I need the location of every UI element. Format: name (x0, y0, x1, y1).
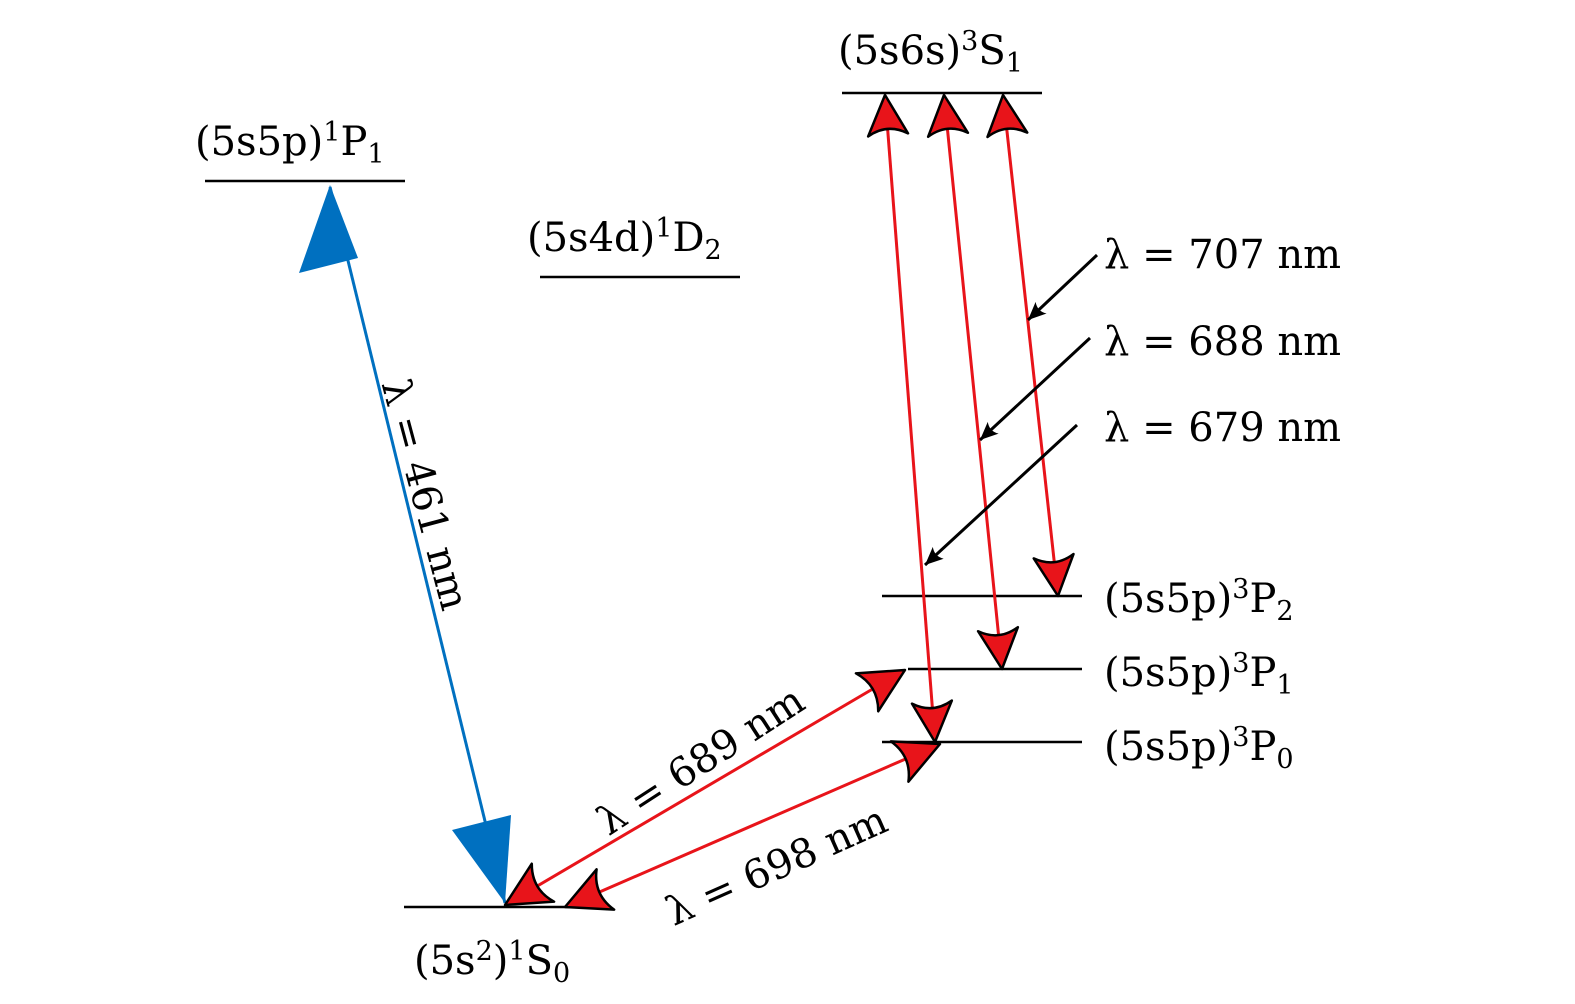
label-3P0: (5s5p)3P0 (1104, 722, 1294, 775)
label-3P1: (5s5p)3P1 (1104, 648, 1294, 701)
arrow-t679-line (883, 94, 937, 743)
pointer-t688-line (978, 336, 1092, 442)
arrowhead-t679-start (866, 93, 910, 138)
label-3P2: (5s5p)3P2 (1104, 574, 1294, 627)
arrowhead-t707-end (1032, 552, 1075, 598)
pointer-t679-line (923, 423, 1079, 567)
arrow-t461-line (328, 186, 507, 904)
arrowhead-t679-end (910, 699, 954, 744)
arrow-t698-line (564, 742, 941, 909)
pointer-t707-head (1028, 301, 1047, 320)
label-461nm: λ = 461 nm (372, 374, 478, 615)
arrow-t689-line (504, 668, 906, 907)
label-688nm: λ = 688 nm (1104, 319, 1341, 365)
label-1D2: (5s4d)1D2 (527, 213, 722, 266)
pointer-t707-line (1026, 253, 1099, 322)
arrowhead-t688-end (976, 625, 1020, 671)
arrowhead-t707-start (986, 93, 1029, 139)
arrowhead-t698-end (889, 740, 942, 783)
label-698nm: λ = 698 nm (659, 797, 894, 935)
arrowhead-t461-bottom (452, 815, 511, 903)
label-3S1: (5s6s)3S1 (838, 26, 1023, 79)
label-707nm: λ = 707 nm (1104, 232, 1341, 278)
arrowhead-t461-top (299, 185, 358, 273)
arrowhead-t698-start (563, 868, 616, 911)
arrowhead-t689-end (854, 668, 907, 713)
arrowhead-t689-start (503, 862, 556, 907)
pointer-t688-head (980, 421, 999, 440)
label-1P1: (5s5p)1P1 (195, 117, 385, 170)
label-689nm: λ = 689 nm (589, 677, 813, 845)
pointer-t679-head (925, 546, 944, 565)
arrow-t688-line (942, 94, 1004, 670)
arrow-t707-line (1001, 94, 1060, 597)
label-679nm: λ = 679 nm (1104, 405, 1341, 451)
arrowhead-t688-start (926, 93, 970, 139)
label-1S0: (5s2)1S0 (414, 936, 570, 989)
